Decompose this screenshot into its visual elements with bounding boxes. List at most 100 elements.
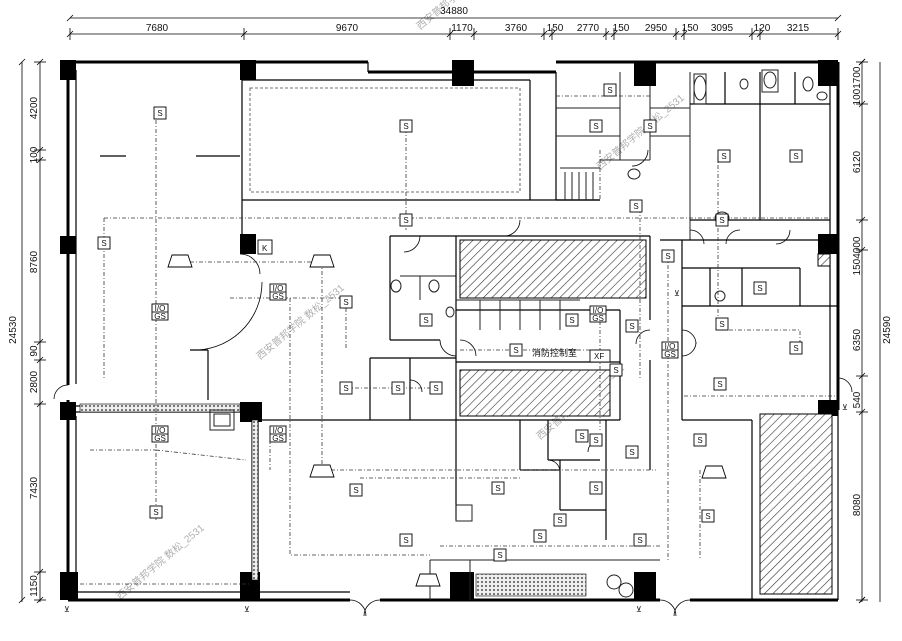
watermark-text: 西安普邦学院 数松_2531 [114,521,207,602]
dim-top-segment: 150 [682,23,699,34]
dim-left-segment: 8760 [29,250,40,273]
speaker-icon [701,465,727,479]
svg-text:S: S [537,532,542,541]
svg-text:S: S [793,152,798,161]
watermark-layer: 西安普邦学院 数松_2531 西安普邦学院 数松_2531 西安普邦学院 数松_… [114,0,687,602]
fire-control-room: 消防控制室 XF [532,347,611,363]
dim-top-segment: 9670 [336,23,359,34]
ground-mark: ⊻ [842,403,848,412]
svg-text:I/O: I/O [665,342,676,351]
dim-left-segment: 2800 [29,370,40,393]
alarm-wiring [80,95,836,585]
smoke-detector-icon: S [713,377,727,391]
dim-right-segment: 8080 [852,493,863,516]
dim-top-segment: 3095 [711,23,734,34]
svg-text:S: S [593,436,598,445]
svg-text:S: S [633,202,638,211]
sanitary-fixtures [209,69,828,598]
svg-text:S: S [403,216,408,225]
io-module-icon: I/OGS [151,425,169,443]
smoke-detector-icon: S [491,481,505,495]
smoke-detector-icon: S [339,381,353,395]
smoke-detector-icon: S [399,119,413,133]
smoke-detector-icon: S [391,381,405,395]
smoke-detector-icon: S [789,149,803,163]
dim-right-segment: 1504000 [852,236,863,275]
smoke-detector-icon: S [789,341,803,355]
svg-text:S: S [513,346,518,355]
smoke-detector-icon: S [493,548,507,562]
dim-top-segment: 2950 [645,23,668,34]
fire-control-room-label: 消防控制室 [532,347,577,358]
ground-markers: ⊻ ⊻ ⊻ ⊻ ⊻ [64,289,848,614]
hatched-block [459,369,611,417]
dim-total-right: 24590 [882,316,893,344]
svg-text:S: S [705,512,710,521]
dim-top-segment: 120 [754,23,771,34]
svg-text:S: S [497,551,502,560]
svg-text:GS: GS [664,350,676,359]
smoke-detector-icon: S [661,249,675,263]
svg-text:S: S [579,432,584,441]
smoke-detector-icon: S [533,529,547,543]
smoke-detectors: SSSSSSSSSSSSSSSSSSSSSSSSSSSSSSSSSSSSSSSS… [97,83,803,562]
smoke-detector-icon: S [509,343,523,357]
svg-text:S: S [157,109,162,118]
dim-top-segment: 150 [547,23,564,34]
smoke-detector-icon: S [625,445,639,459]
smoke-detector-icon: S [575,429,589,443]
xf-label: XF [594,352,604,361]
svg-text:S: S [495,484,500,493]
smoke-detector-icon: S [153,106,167,120]
smoke-detector-icon: S [715,317,729,331]
dim-left-segment: 100 [29,146,40,163]
ground-mark: ⊻ [636,605,642,614]
ground-mark: ⊻ [674,289,680,298]
io-module-icon: I/OGS [269,283,287,301]
svg-text:S: S [557,516,562,525]
smoke-detector-icon: S [753,281,767,295]
svg-text:S: S [629,448,634,457]
hatched-block [459,239,647,299]
dim-left-segment: 90 [29,345,40,357]
smoke-detector-icon: S [589,119,603,133]
dim-top-segment: 7680 [146,23,169,34]
dim-left-segment: 1150 [29,575,40,597]
svg-text:S: S [665,252,670,261]
ground-mark: ⊻ [244,605,250,614]
manual-call-point: K [257,239,273,255]
smoke-detector-icon: S [629,199,643,213]
svg-text:S: S [343,298,348,307]
svg-text:I/O: I/O [593,306,604,315]
svg-text:S: S [593,484,598,493]
watermark-text: 西安普邦学院 数松_2531 [254,281,347,362]
smoke-detector-icon: S [693,433,707,447]
svg-text:S: S [719,320,724,329]
dim-total-top: 34880 [440,6,468,17]
smoke-detector-icon: S [399,533,413,547]
svg-text:S: S [629,322,634,331]
smoke-detector-icon: S [625,319,639,333]
svg-text:I/O: I/O [155,304,166,313]
svg-text:S: S [637,536,642,545]
dim-left-segment: 4200 [29,96,40,119]
dim-top-segment: 150 [613,23,630,34]
smoke-detector-icon: S [715,213,729,227]
svg-text:GS: GS [272,292,284,301]
svg-text:I/O: I/O [273,426,284,435]
smoke-detector-icon: S [553,513,567,527]
svg-text:S: S [433,384,438,393]
dim-top-segment: 1170 [451,23,473,34]
interior-walls [68,72,838,600]
smoke-detector-icon: S [149,505,163,519]
smoke-detector-icon: S [643,119,657,133]
speaker-icon [309,254,335,268]
dim-right-segment: 540 [852,391,863,408]
svg-text:S: S [403,122,408,131]
svg-text:GS: GS [154,434,166,443]
svg-text:S: S [343,384,348,393]
svg-text:S: S [793,344,798,353]
